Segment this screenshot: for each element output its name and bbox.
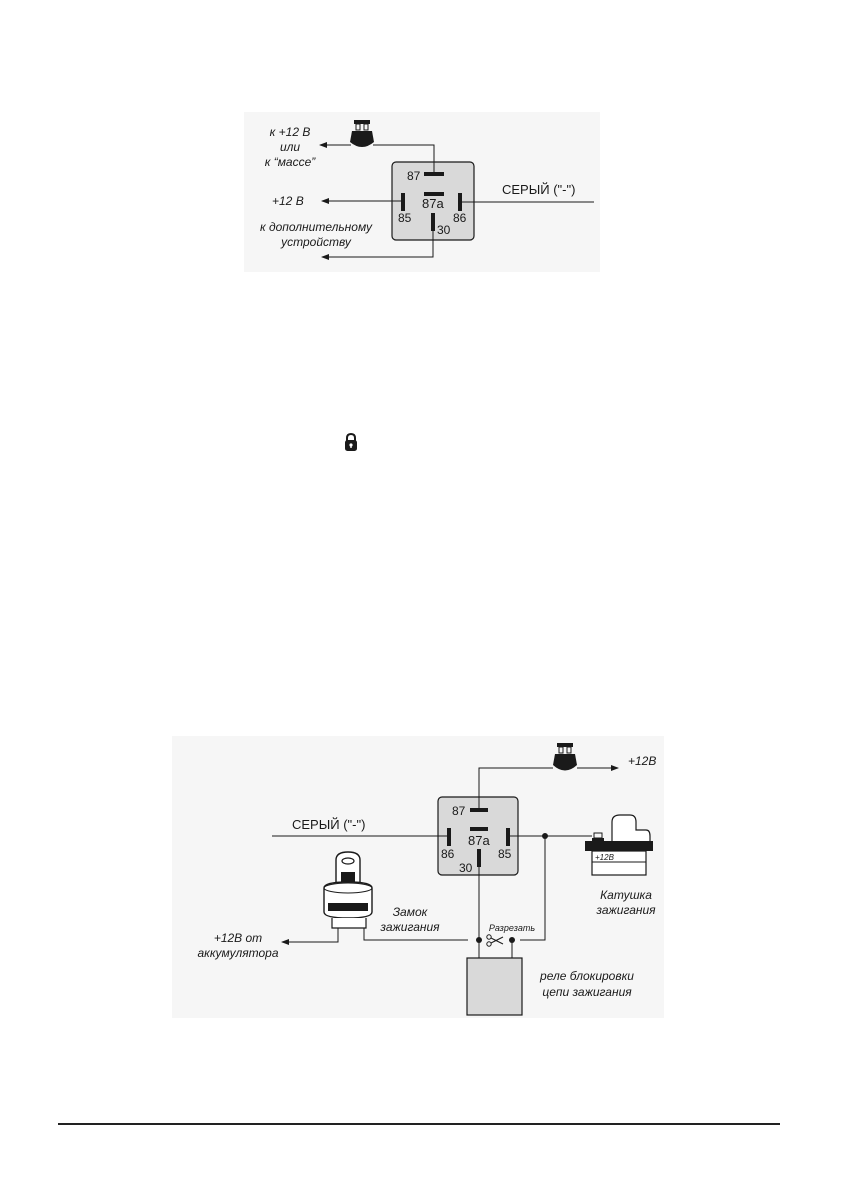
- label-block-relay-line2: цепи зажигания: [542, 985, 632, 999]
- pin-label-87a: 87a: [422, 196, 444, 211]
- label-grey-wire: СЕРЫЙ ("-"): [292, 817, 365, 832]
- pin-label-87: 87: [407, 169, 421, 183]
- pin-label-86: 86: [453, 211, 467, 225]
- diagram-backdrop: [172, 736, 664, 1018]
- relay-pin-87a: [470, 827, 488, 831]
- junction-dot: [509, 937, 515, 943]
- relay-pin-86: [458, 193, 462, 211]
- label-12v: +12В: [628, 754, 656, 768]
- pin-label-87: 87: [452, 804, 466, 818]
- fuse-icon: [553, 743, 577, 771]
- relay-wiring-diagram-1: 87 87a 85 86 30 к +12 В или к “массе” +1…: [244, 112, 600, 272]
- fuse-icon: [350, 120, 374, 147]
- wire-battery: [281, 928, 339, 945]
- pin-label-30: 30: [437, 223, 451, 237]
- pin-label-87a: 87a: [468, 833, 490, 848]
- ignition-coil-icon: [585, 814, 653, 876]
- wire-lock-to-relay: [363, 928, 468, 941]
- relay-pin-86: [447, 828, 451, 846]
- label-ignition-lock-line1: Замок: [393, 905, 429, 919]
- relay-wiring-diagram-2: 87 87a 86 85 30 +12В: [172, 736, 664, 1018]
- footer-rule: [58, 1123, 780, 1125]
- label-coil-line1: Катушка: [600, 888, 652, 902]
- relay-pin-85: [401, 193, 405, 211]
- lock-icon: [345, 432, 357, 451]
- label-12v-or-ground-line2: или: [280, 140, 300, 154]
- relay-pin-85: [506, 828, 510, 846]
- label-extra-device-line1: к дополнительному: [260, 220, 373, 234]
- wire-coil-branch: [520, 836, 546, 941]
- label-ignition-lock-line2: зажигания: [379, 920, 440, 934]
- pin-label-30: 30: [459, 861, 473, 875]
- relay-pin-30: [477, 849, 481, 867]
- label-battery-line2: аккумулятора: [197, 946, 278, 960]
- label-extra-device-line2: устройству: [280, 235, 352, 249]
- wire-30-out: [321, 231, 434, 260]
- pin-label-85: 85: [498, 847, 512, 861]
- scissors-icon: [486, 934, 504, 947]
- pin-label-86: 86: [441, 847, 455, 861]
- label-12v-or-ground-line3: к “массе”: [265, 155, 317, 169]
- label-cut: Разрезать: [489, 923, 535, 933]
- block-relay-box: [466, 957, 523, 1016]
- junction-dot: [476, 937, 482, 943]
- coil-plate-label: +12В: [595, 853, 615, 862]
- label-block-relay-line1: реле блокировки: [539, 969, 634, 983]
- wire-87-to-fuse: [373, 144, 435, 172]
- pin-label-85: 85: [398, 211, 412, 225]
- label-battery-line1: +12В от: [214, 931, 262, 945]
- ignition-lock-icon: [323, 851, 373, 929]
- label-12v: +12 В: [272, 194, 304, 208]
- relay-pin-30: [431, 213, 435, 231]
- relay-pin-87a: [424, 192, 444, 196]
- label-grey-wire: СЕРЫЙ ("-"): [502, 182, 575, 197]
- label-coil-line2: зажигания: [595, 903, 656, 917]
- relay-pin-87: [424, 172, 444, 176]
- label-12v-or-ground-line1: к +12 В: [270, 125, 311, 139]
- relay-pin-87: [470, 808, 488, 812]
- wire-87-to-fuse: [478, 767, 553, 808]
